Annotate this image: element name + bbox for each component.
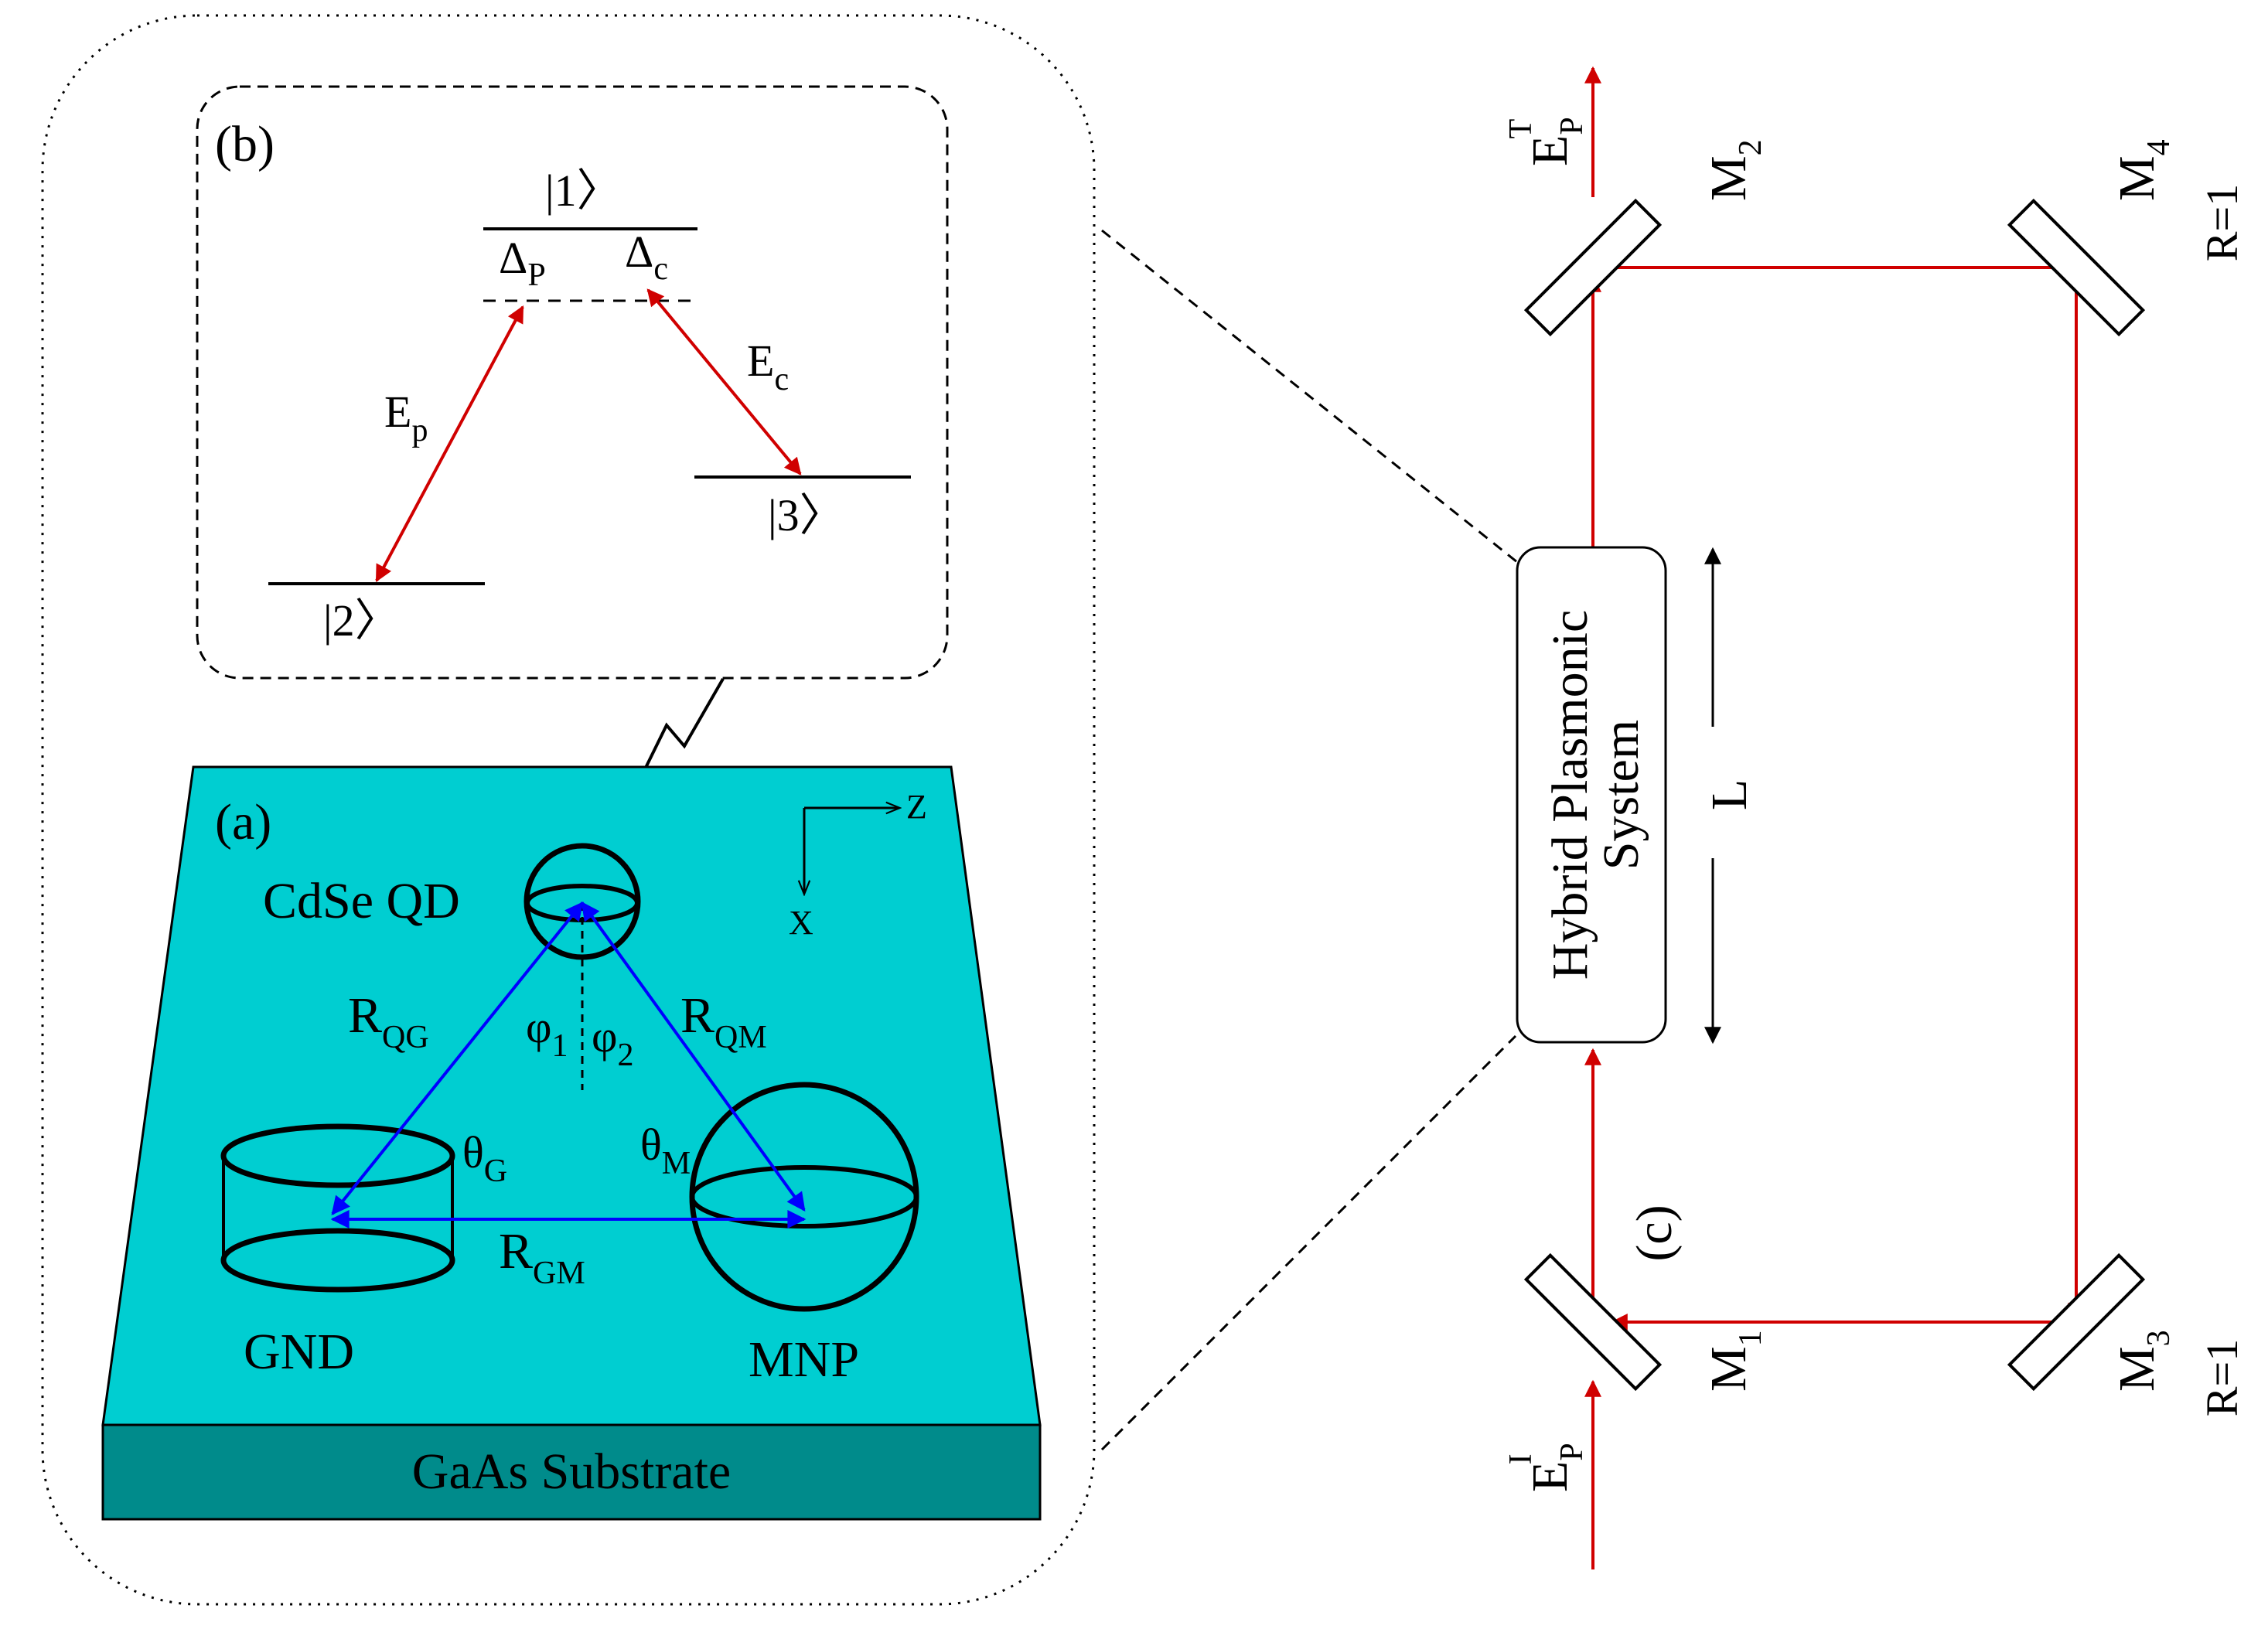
substrate-side-face <box>101 1423 1042 1521</box>
phi1-label: φ1 <box>526 1002 568 1064</box>
x-axis-label: X <box>789 904 813 942</box>
system-label-line2: System <box>1593 720 1649 870</box>
panel-b-label: (b) <box>215 116 275 172</box>
z-axis-label: Z <box>906 788 927 826</box>
ec-label: Ec <box>747 336 789 397</box>
m2-label: M2 <box>1700 139 1768 201</box>
gnd-label: GND <box>244 1324 354 1380</box>
delta-p-label: ΔP <box>499 233 546 293</box>
m4-reflectivity: R=1 <box>2197 184 2247 261</box>
r-qg-label: RQG <box>348 987 429 1055</box>
panel-b-energy-levels: (b) |1〉 |2〉 |3〉 ΔP Δc Ep Ec <box>196 85 949 680</box>
level-2-label: |2〉 <box>323 595 400 646</box>
m1-label: M1 <box>1700 1330 1768 1392</box>
theta-g-label: θG <box>462 1127 507 1189</box>
panel-c-label: (c) <box>1626 1205 1683 1261</box>
level-1-label: |1〉 <box>545 165 622 216</box>
probe-transition-arrow <box>375 305 524 582</box>
ep-label: Ep <box>384 387 428 448</box>
panel-a-label: (a) <box>215 794 271 850</box>
outer-dotted-frame <box>41 14 1096 1606</box>
m4-label: M4 <box>2109 139 2177 201</box>
qd-label: CdSe QD <box>263 873 460 929</box>
r-qm-label: RQM <box>680 987 767 1055</box>
system-label-line1: Hybrid Plasmonic <box>1542 610 1598 980</box>
panel-b-frame <box>196 85 949 680</box>
length-label: L <box>1701 779 1758 810</box>
substrate-label: GaAs Substrate <box>412 1443 731 1500</box>
mnp-label: MNP <box>749 1331 859 1388</box>
m3-label: M3 <box>2109 1330 2177 1392</box>
hybrid-system-box <box>1516 546 1667 1044</box>
delta-c-label: Δc <box>625 227 668 287</box>
mirror-m2 <box>1523 198 1663 337</box>
input-field-label: EPI <box>1503 1443 1590 1492</box>
mirror-m4 <box>2007 198 2146 337</box>
panel-c-ring-cavity: Hybrid Plasmonic System L M1 M2 M3 M4 R=… <box>1503 66 2247 1569</box>
mirror-m1 <box>1523 1252 1663 1392</box>
theta-m-label: θM <box>640 1120 691 1181</box>
r-gm-label: RGM <box>499 1223 585 1291</box>
zoom-line-top <box>1101 229 1526 570</box>
mirror-m3 <box>2007 1252 2146 1392</box>
level-3-label: |3〉 <box>768 490 844 540</box>
vector-qm <box>581 901 806 1212</box>
panel-a-hybrid-system: GaAs Substrate (a) Z X CdSe QD GND MNP R… <box>101 765 1042 1521</box>
coupling-transition-arrow <box>646 288 802 475</box>
zoom-line-bottom <box>1100 1034 1517 1451</box>
m3-reflectivity: R=1 <box>2197 1339 2247 1416</box>
phi2-label: φ2 <box>592 1011 633 1073</box>
output-field-label: EPT <box>1503 117 1590 166</box>
vector-qg <box>331 901 584 1215</box>
